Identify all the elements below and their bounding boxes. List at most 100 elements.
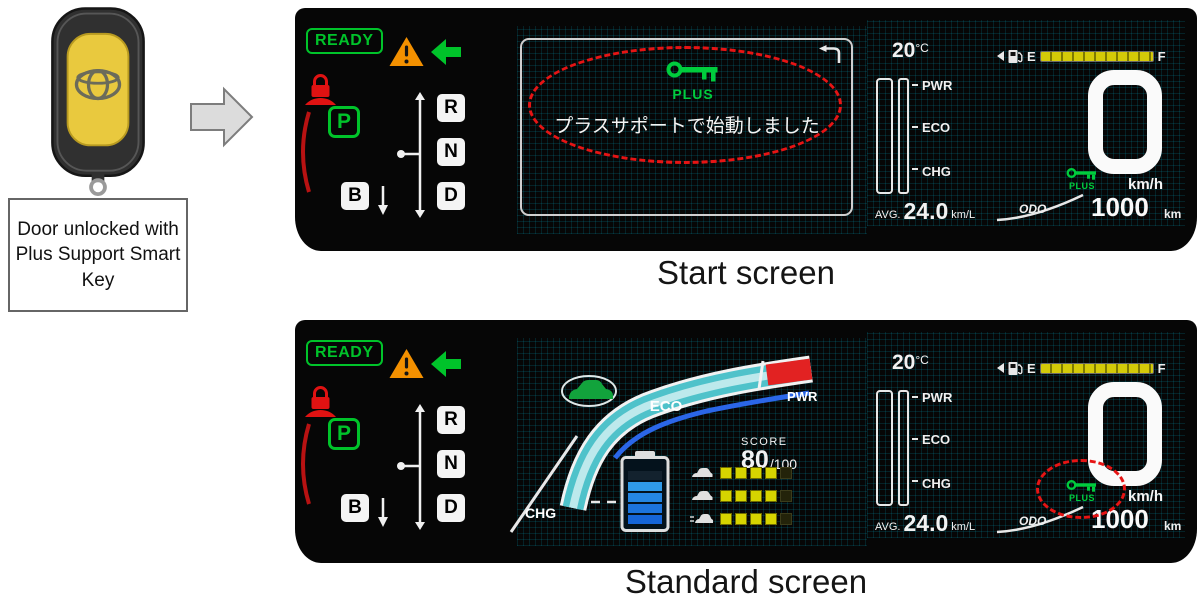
start-screen-panel: READY P R N D B <box>295 8 1197 251</box>
plus-support-badge: PLUS <box>1058 166 1106 191</box>
average-fuel-economy: AVG. 24.0 km/L <box>875 200 975 223</box>
gauge-eco-label: ECO <box>922 120 951 135</box>
temperature-value: 20 <box>892 39 916 62</box>
block-arrow-right-icon <box>190 86 254 148</box>
speed-unit-label: km/h <box>1128 176 1164 193</box>
hsi-pwr-label: PWR <box>787 389 818 404</box>
gauge-chg-label: CHG <box>922 164 951 179</box>
fuel-level-bar <box>1039 50 1154 62</box>
smart-key-photo <box>32 6 164 196</box>
avg-value: 24.0 <box>903 510 949 536</box>
avg-value: 24.0 <box>903 198 949 224</box>
fuel-empty-label: E <box>1027 360 1036 376</box>
stop-phase-car-icon <box>690 514 714 523</box>
shift-pattern-lines <box>378 92 425 218</box>
fuel-empty-label: E <box>1027 48 1036 64</box>
standard-screen-caption: Standard screen <box>624 563 868 600</box>
hsi-mini-gauge-bar <box>876 78 893 194</box>
start-phase-car-icon <box>692 468 713 477</box>
fuel-pump-icon <box>1008 362 1023 375</box>
gear-drive-indicator: D <box>437 182 465 210</box>
gear-brake-indicator: B <box>341 182 369 210</box>
hsi-mini-gauge-scale <box>898 390 909 506</box>
standard-screen-panel: READY P R N D B <box>295 320 1197 563</box>
outside-temperature: 20 °C <box>892 40 929 61</box>
eco-car-icon <box>561 375 617 407</box>
return-arrow-icon <box>819 45 841 63</box>
turn-signal-left-icon <box>431 351 461 377</box>
eco-score-row <box>690 489 792 503</box>
eco-bar <box>720 490 792 502</box>
eco-score-row <box>690 512 792 526</box>
eco-score-row <box>690 466 792 480</box>
avg-label: AVG. <box>875 521 901 533</box>
plus-badge-label: PLUS <box>1068 181 1095 191</box>
gear-brake-indicator: B <box>341 494 369 522</box>
gauge-pwr-label: PWR <box>922 390 953 405</box>
gauge-tick <box>912 126 918 128</box>
temperature-unit: °C <box>915 41 929 55</box>
gear-park-indicator: P <box>328 418 360 450</box>
fuel-gauge: E F <box>997 360 1166 376</box>
gauge-tick <box>912 480 918 482</box>
gauge-eco-label: ECO <box>922 432 951 447</box>
odometer-label: ODO <box>1019 514 1047 528</box>
fuel-pump-icon <box>1008 50 1023 63</box>
odo-divider-swoosh <box>996 193 1084 222</box>
plus-key-icon <box>1066 168 1096 180</box>
gear-neutral-indicator: N <box>437 138 465 166</box>
gauge-tick <box>912 84 918 86</box>
avg-unit: km/L <box>951 209 976 221</box>
warning-triangle-icon <box>389 37 424 66</box>
highlight-ellipse <box>1036 459 1126 519</box>
temperature-unit: °C <box>915 353 929 367</box>
eco-bar <box>720 513 792 525</box>
odometer-value: 1000 <box>1091 192 1149 222</box>
gear-drive-indicator: D <box>437 494 465 522</box>
average-fuel-economy: AVG. 24.0 km/L <box>875 512 975 535</box>
warning-triangle-icon <box>389 349 424 378</box>
gauge-pwr-label: PWR <box>922 78 953 93</box>
gauge-tick <box>912 396 918 398</box>
fuel-full-label: F <box>1157 360 1166 376</box>
red-gauge-edge <box>301 423 311 505</box>
avg-label: AVG. <box>875 209 901 221</box>
gear-reverse-indicator: R <box>437 94 465 122</box>
hsi-mini-gauge-scale <box>898 78 909 194</box>
hybrid-system-indicator: ECO PWR CHG <box>509 355 818 533</box>
hsi-chg-label: CHG <box>525 505 556 521</box>
key-caption: Door unlocked with Plus Support Smart Ke… <box>8 198 188 312</box>
vehicle-security-icon <box>305 386 336 417</box>
odometer-label: ODO <box>1019 202 1047 216</box>
gear-reverse-indicator: R <box>437 406 465 434</box>
fuel-full-label: F <box>1157 48 1166 64</box>
ready-indicator: READY <box>306 28 383 54</box>
fuel-door-arrow-icon <box>997 363 1004 373</box>
message-box <box>520 38 853 216</box>
hsi-eco-label: ECO <box>650 398 683 415</box>
fuel-gauge: E F <box>997 48 1166 64</box>
odometer-unit: km <box>1164 207 1182 221</box>
toyota-smart-key-icon <box>51 7 145 196</box>
gear-park-indicator: P <box>328 106 360 138</box>
start-screen-caption: Start screen <box>657 254 835 291</box>
speedometer-digit <box>1088 70 1162 174</box>
red-gauge-edge <box>301 111 311 193</box>
odometer-unit: km <box>1164 519 1182 533</box>
gauge-tick <box>912 168 918 170</box>
fuel-door-arrow-icon <box>997 51 1004 61</box>
shift-pattern-lines <box>378 404 425 530</box>
eco-bar <box>720 467 792 479</box>
temperature-value: 20 <box>892 351 916 374</box>
speed-unit-label: km/h <box>1128 488 1164 505</box>
avg-unit: km/L <box>951 521 976 533</box>
fuel-level-bar <box>1039 362 1154 374</box>
ready-indicator: READY <box>306 340 383 366</box>
turn-signal-left-icon <box>431 39 461 65</box>
hybrid-battery-icon <box>620 451 670 532</box>
score-label: SCORE <box>741 436 788 448</box>
gear-neutral-indicator: N <box>437 450 465 478</box>
eco-score-bars <box>690 466 792 526</box>
vehicle-security-icon <box>305 74 336 105</box>
